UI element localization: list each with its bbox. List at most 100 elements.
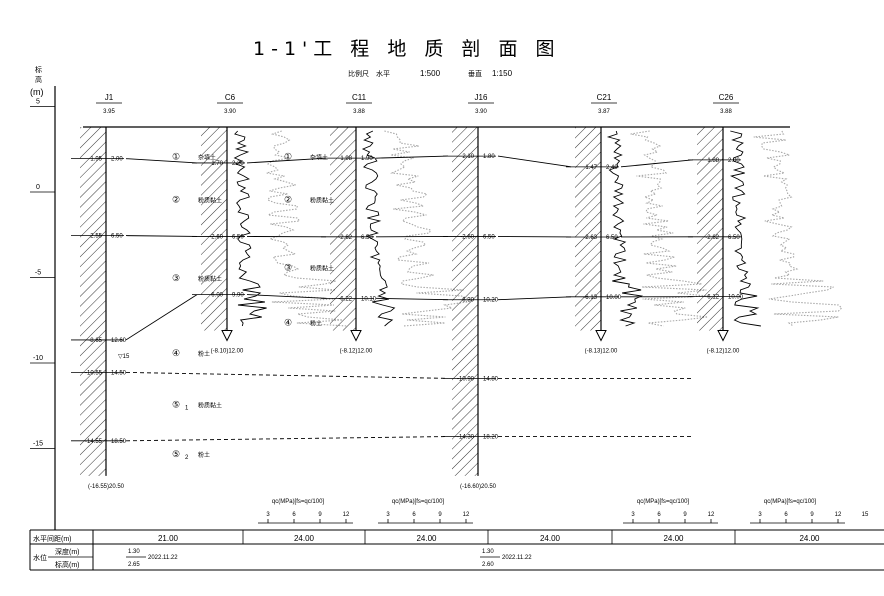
layer-boundary bbox=[126, 295, 197, 340]
cpt-scale-tick-label: 12 bbox=[708, 512, 715, 518]
soil-number: ④ bbox=[284, 317, 292, 327]
layer-elevation: -10.55 bbox=[85, 370, 103, 376]
borehole-bottom: (-16.55)20.50 bbox=[88, 484, 125, 490]
soil-number: ③ bbox=[172, 273, 180, 283]
cpt-scale-tick-label: 6 bbox=[292, 512, 296, 518]
cpt-scale-tick-label: 3 bbox=[386, 512, 390, 518]
layer-depth: 14.50 bbox=[111, 370, 127, 376]
soil-number: ② bbox=[172, 194, 180, 204]
axis-tick-label: -5 bbox=[35, 270, 41, 277]
borehole-id: C26 bbox=[719, 93, 734, 102]
axis-tick-label: 0 bbox=[36, 184, 40, 191]
layer-depth: 6.50 bbox=[606, 235, 618, 241]
borehole-bottom: (-8.13)12.00 bbox=[585, 349, 618, 355]
layer-elevation: -6.30 bbox=[460, 298, 474, 304]
borehole-bottom: (-16.60)20.50 bbox=[460, 484, 497, 490]
soil-name: 粉质黏土 bbox=[310, 265, 334, 273]
soil-name: 杂填土 bbox=[198, 154, 216, 162]
layer-depth: 10.00 bbox=[728, 295, 744, 301]
borehole-elevation: 3.88 bbox=[720, 109, 732, 115]
layer-depth: 1.90 bbox=[361, 156, 373, 162]
layer-elevation: -2.63 bbox=[583, 235, 597, 241]
soil-name: 粉质黏土 bbox=[198, 275, 222, 283]
axis-tick-label: 5 bbox=[36, 99, 40, 106]
layer-depth: 2.00 bbox=[728, 158, 740, 164]
distance-value: 21.00 bbox=[158, 534, 179, 543]
borehole-id: C6 bbox=[225, 93, 236, 102]
layer-elevation: -2.62 bbox=[705, 235, 719, 241]
water-depth-label: 深度(m) bbox=[55, 547, 80, 556]
soil-name: 杂填土 bbox=[310, 154, 328, 162]
soil-number: ⑤ bbox=[172, 399, 180, 409]
cpt-scale-tick-label: 9 bbox=[810, 512, 814, 518]
borehole-bottom: (-8.12)12.00 bbox=[340, 349, 373, 355]
axis-label-char-1: 标 bbox=[35, 65, 42, 74]
layer-depth: 2.20 bbox=[232, 161, 244, 167]
cpt-scale-tick-label: 12 bbox=[463, 512, 470, 518]
layer-elevation: 2.10 bbox=[462, 154, 474, 160]
soil-number: ① bbox=[172, 152, 180, 162]
layer-depth: 6.50 bbox=[111, 234, 123, 240]
soil-name: 粉土 bbox=[198, 451, 210, 459]
borehole-id: J16 bbox=[475, 93, 488, 102]
distance-value: 24.00 bbox=[663, 534, 684, 543]
layer-elevation: -14.55 bbox=[85, 439, 103, 445]
cpt-scale-tick-label: 12 bbox=[835, 512, 842, 518]
cpt-scale-label: qc(MPa)[fs=qc/100] bbox=[637, 499, 690, 505]
borehole-elevation: 3.90 bbox=[475, 109, 487, 115]
soil-name: 粉土 bbox=[198, 350, 210, 358]
cpt-scale-extra: 15 bbox=[862, 512, 869, 518]
axis-tick-label: -10 bbox=[33, 355, 43, 362]
layer-elevation: -6.13 bbox=[583, 295, 597, 301]
layer-depth: 18.50 bbox=[111, 439, 127, 445]
cpt-scale-tick-label: 12 bbox=[343, 512, 350, 518]
layer-depth: 2.40 bbox=[606, 165, 618, 171]
layer-elevation: -8.65 bbox=[88, 338, 102, 344]
soil-number: ② bbox=[284, 194, 292, 204]
soil-name: 粉土 bbox=[310, 319, 322, 327]
layer-boundary bbox=[126, 437, 448, 441]
elevation-ticks: 5 0 -5 -10 -15 bbox=[30, 99, 55, 449]
scale-horizontal-value: 1:500 bbox=[420, 69, 441, 78]
borehole-id: J1 bbox=[105, 93, 114, 102]
layer-depth: 2.00 bbox=[111, 157, 123, 163]
layer-depth: 6.50 bbox=[361, 235, 373, 241]
cpt-scale-label: qc(MPa)[fs=qc/100] bbox=[392, 499, 445, 505]
cpt-scale-tick-label: 3 bbox=[758, 512, 762, 518]
soil-sub-number: 2 bbox=[185, 455, 189, 461]
layer-boundary bbox=[376, 156, 448, 158]
cpt-tip bbox=[596, 331, 606, 341]
cpt-scale-tick-label: 9 bbox=[318, 512, 322, 518]
water-depth: 1.30 bbox=[482, 549, 494, 555]
water-elev-label: 标高(m) bbox=[55, 560, 80, 569]
layer-elevation: -2.60 bbox=[209, 234, 223, 240]
borehole-id: C21 bbox=[597, 93, 612, 102]
layer-depth: 18.20 bbox=[483, 435, 499, 441]
axis-tick-label: -15 bbox=[33, 441, 43, 448]
cpt-scale-tick-label: 6 bbox=[784, 512, 788, 518]
cpt-scale-tick-label: 9 bbox=[683, 512, 687, 518]
borehole-elevation: 3.95 bbox=[103, 109, 115, 115]
layer-boundary bbox=[126, 159, 197, 163]
layer-depth: 10.00 bbox=[606, 295, 622, 301]
layer-depth: 9.90 bbox=[232, 293, 244, 299]
cpt-scale-tick-label: 9 bbox=[438, 512, 442, 518]
layer-elevation: -2.55 bbox=[88, 234, 102, 240]
distance-value: 24.00 bbox=[540, 534, 561, 543]
water-elevation: 2.60 bbox=[482, 562, 494, 568]
distance-value: 24.00 bbox=[799, 534, 820, 543]
cpt-tip bbox=[718, 331, 728, 341]
borehole-bottom: (-8.10)12.00 bbox=[211, 349, 244, 355]
cpt-tip bbox=[351, 331, 361, 341]
borehole-hatch bbox=[80, 127, 106, 476]
distance-value: 24.00 bbox=[294, 534, 315, 543]
distance-value: 24.00 bbox=[416, 534, 437, 543]
layer-boundary bbox=[126, 236, 197, 237]
scale-horizontal-label: 水平 bbox=[376, 69, 390, 78]
layer-elevation: -14.30 bbox=[457, 435, 475, 441]
